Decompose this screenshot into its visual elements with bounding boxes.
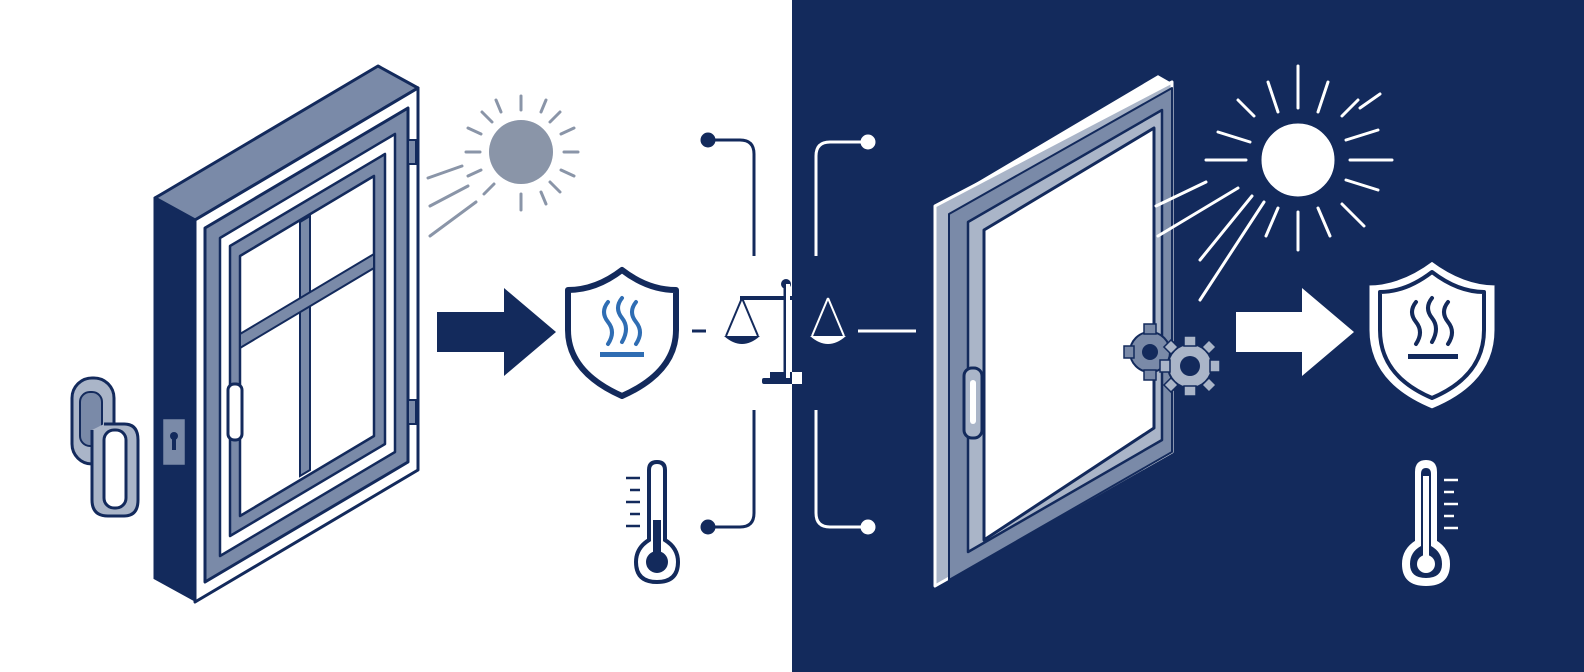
right-connector-lines <box>814 134 916 535</box>
right-arrow-right-icon <box>1236 288 1354 376</box>
gear-icon <box>1123 323 1221 397</box>
right-window-icon <box>933 72 1174 588</box>
left-heat-shield-icon <box>565 267 679 399</box>
right-heat-shield-icon <box>1366 258 1498 412</box>
balance-scale-icon <box>724 279 846 384</box>
left-connector-lines <box>692 132 756 535</box>
left-arrow-right-icon <box>437 288 556 376</box>
left-thermometer-icon <box>626 459 681 585</box>
right-thermometer-icon <box>1401 459 1458 587</box>
window-handle-icon <box>70 376 140 518</box>
left-window-icon <box>153 64 420 604</box>
right-sun-icon <box>1154 64 1394 302</box>
left-sun-icon <box>426 94 580 238</box>
